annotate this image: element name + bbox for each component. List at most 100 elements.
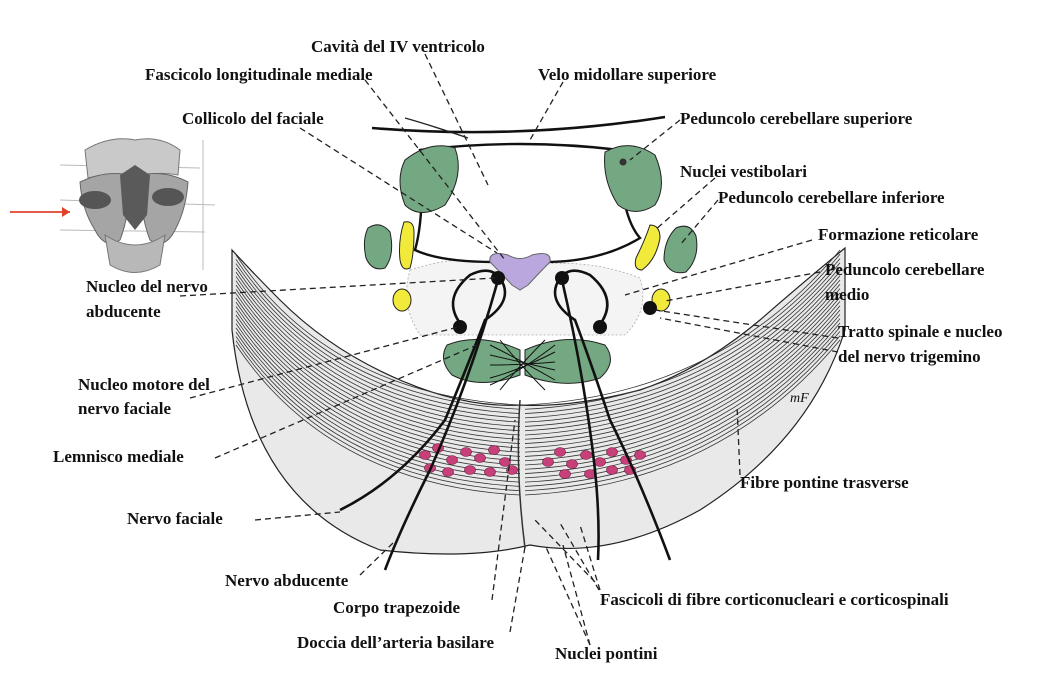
label-nucleo-abducente-2: abducente [86,302,161,321]
facial-motor-dot-left [453,320,467,334]
pontine-fiber [524,258,841,414]
label-collicolo: Collicolo del faciale [182,109,324,128]
label-fibre-pontine: Fibre pontine trasverse [740,473,909,492]
pontine-fiber [235,319,521,470]
facial-motor-nucleus-right [524,339,611,384]
pontine-nucleus-blob [542,457,554,467]
label-corpo-trapezoide: Corpo trapezoide [333,598,460,617]
pontine-nucleus-blob [606,447,618,457]
label-doccia: Doccia dell’arteria basilare [297,633,494,652]
label-nervo-faciale: Nervo faciale [127,509,223,528]
pontine-nucleus-blob [594,457,606,467]
artist-initials: mF [790,391,809,406]
level-arrow-icon [62,207,70,217]
pontine-nucleus-blob [460,447,472,457]
label-fascicolo-longitudinale: Fascicolo longitudinale mediale [145,65,373,84]
superior-medullary-velum [371,115,666,134]
pontine-fiber [235,271,521,423]
facial-nerve-fibers [339,269,672,561]
fourth-ventricle-cavity [413,142,642,274]
pontine-fiber [235,331,521,483]
label-nuclei-vestibolari: Nuclei vestibolari [680,162,807,181]
inferior-cerebellar-peduncle-right [634,224,661,271]
pontine-nucleus-blob [554,447,566,457]
pontine-fiber [524,322,841,479]
pontine-fiber [235,310,521,462]
trapezoid-body [489,339,556,391]
pontine-nucleus-blob [484,467,496,477]
pontine-nucleus-blob [419,450,431,460]
pontine-fiber [235,314,521,466]
abducens-nucleus-right [555,271,569,285]
spinal-trigeminal-nucleus-left [392,288,412,312]
vestibular-nuclei-left [363,224,393,270]
pontine-fiber [235,254,521,406]
pontine-fiber [524,301,841,457]
pontine-fiber [235,267,521,419]
pontine-fiber [524,318,841,474]
label-nuclei-pontini: Nuclei pontini [555,644,658,663]
pontine-fiber [235,259,521,410]
pontine-fiber [235,280,521,432]
pontine-nucleus-blob [606,465,618,475]
leader-lines [179,53,839,646]
pontine-nucleus-blob [464,465,476,475]
pontine-fiber [235,344,521,496]
pontine-nucleus-blob [559,469,571,479]
facial-colliculus [489,253,551,291]
pontine-fiber [235,293,521,444]
pontine-fiber [524,326,841,483]
abducens-nerve-fibers [383,279,600,571]
pontine-fiber [524,266,841,423]
label-formazione-reticolare: Formazione reticolare [818,225,979,244]
abducens-nucleus-left [491,271,505,285]
pontine-fiber [524,275,841,432]
pontine-fiber [235,263,521,414]
pontine-fiber [235,284,521,436]
superior-cerebellar-peduncle-right [604,145,662,212]
pontine-nuclei [419,443,646,479]
trigeminal-dot-right [643,301,657,315]
pontine-nucleus-blob [566,459,578,469]
pontine-fiber [524,254,841,410]
pontine-fiber [524,262,841,419]
pontine-fiber [524,305,841,462]
pontine-fiber [524,292,841,449]
label-motore-2: nervo faciale [78,399,171,418]
vestibular-nuclei-right [663,225,698,274]
peduncle-dot [619,158,627,166]
label-nervo-abducente: Nervo abducente [225,571,349,590]
superior-cerebellar-peduncle-left [399,145,459,213]
pontine-nucleus-blob [580,450,592,460]
label-tratto-2: del nervo trigemino [838,347,981,366]
pontine-nucleus-blob [634,450,646,460]
pontine-fiber [235,340,521,492]
basilar-pons [231,246,846,555]
label-cavita: Cavità del IV ventricolo [311,37,485,56]
label-velo: Velo midollare superiore [538,65,717,84]
label-nucleo-abducente-1: Nucleo del nervo [86,277,208,296]
label-motore-1: Nucleo motore del [78,375,210,394]
nerve-nuclei-dots [453,271,657,334]
label-fascicoli: Fascicoli di fibre corticonucleari e cor… [600,590,949,609]
pontine-nucleus-blob [446,455,458,465]
labels: Cavità del IV ventricolo Fascicolo longi… [53,37,1002,663]
pontine-nucleus-blob [499,457,511,467]
pontine-fiber [235,297,521,449]
pontine-fiber [524,339,841,496]
pontine-fiber [524,249,841,406]
pontine-fiber [524,331,841,487]
pontine-fiber [235,336,521,487]
facial-motor-dot-right [593,320,607,334]
pontine-fiber [235,301,521,453]
pontine-nucleus-blob [442,467,454,477]
brainstem-inset [10,138,216,273]
yellow-nuclei [392,221,671,312]
inferior-cerebellar-peduncle-left [399,221,415,270]
pontine-fiber [524,288,841,444]
label-peduncolo-inferiore: Peduncolo cerebellare inferiore [718,188,945,207]
label-lemnisco: Lemnisco mediale [53,447,184,466]
pontine-fiber [524,335,841,492]
label-peduncolo-superiore: Peduncolo cerebellare superiore [680,109,913,128]
